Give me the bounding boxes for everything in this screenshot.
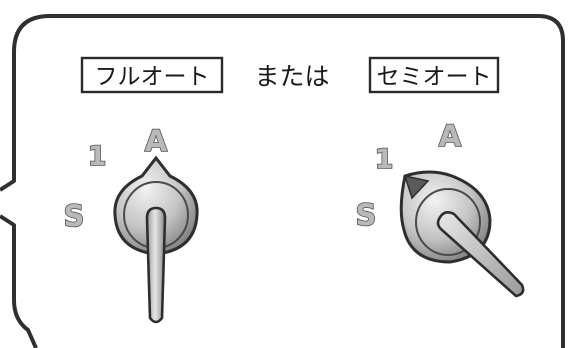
right-selector: A 1 S: [355, 118, 525, 298]
right-knob-inner-ring: [415, 188, 481, 256]
left-selector-lever[interactable]: [145, 206, 167, 324]
right-knob-pointer: [403, 174, 430, 200]
left-position-1: 1: [88, 141, 107, 172]
right-position-s: S: [356, 198, 377, 232]
left-selector: A 1 S: [63, 123, 199, 324]
or-label: または: [254, 62, 329, 91]
full-auto-label: フルオート: [95, 64, 210, 90]
callout-frame: [0, 14, 565, 348]
full-auto-label-box: [80, 56, 224, 94]
semi-auto-label: セミオート: [377, 64, 492, 90]
right-selector-lever[interactable]: [436, 211, 525, 298]
left-position-a: A: [145, 124, 168, 158]
right-position-a: A: [439, 119, 462, 153]
left-position-s: S: [64, 199, 85, 233]
right-position-1: 1: [375, 144, 394, 175]
semi-auto-label-box: [368, 56, 500, 94]
